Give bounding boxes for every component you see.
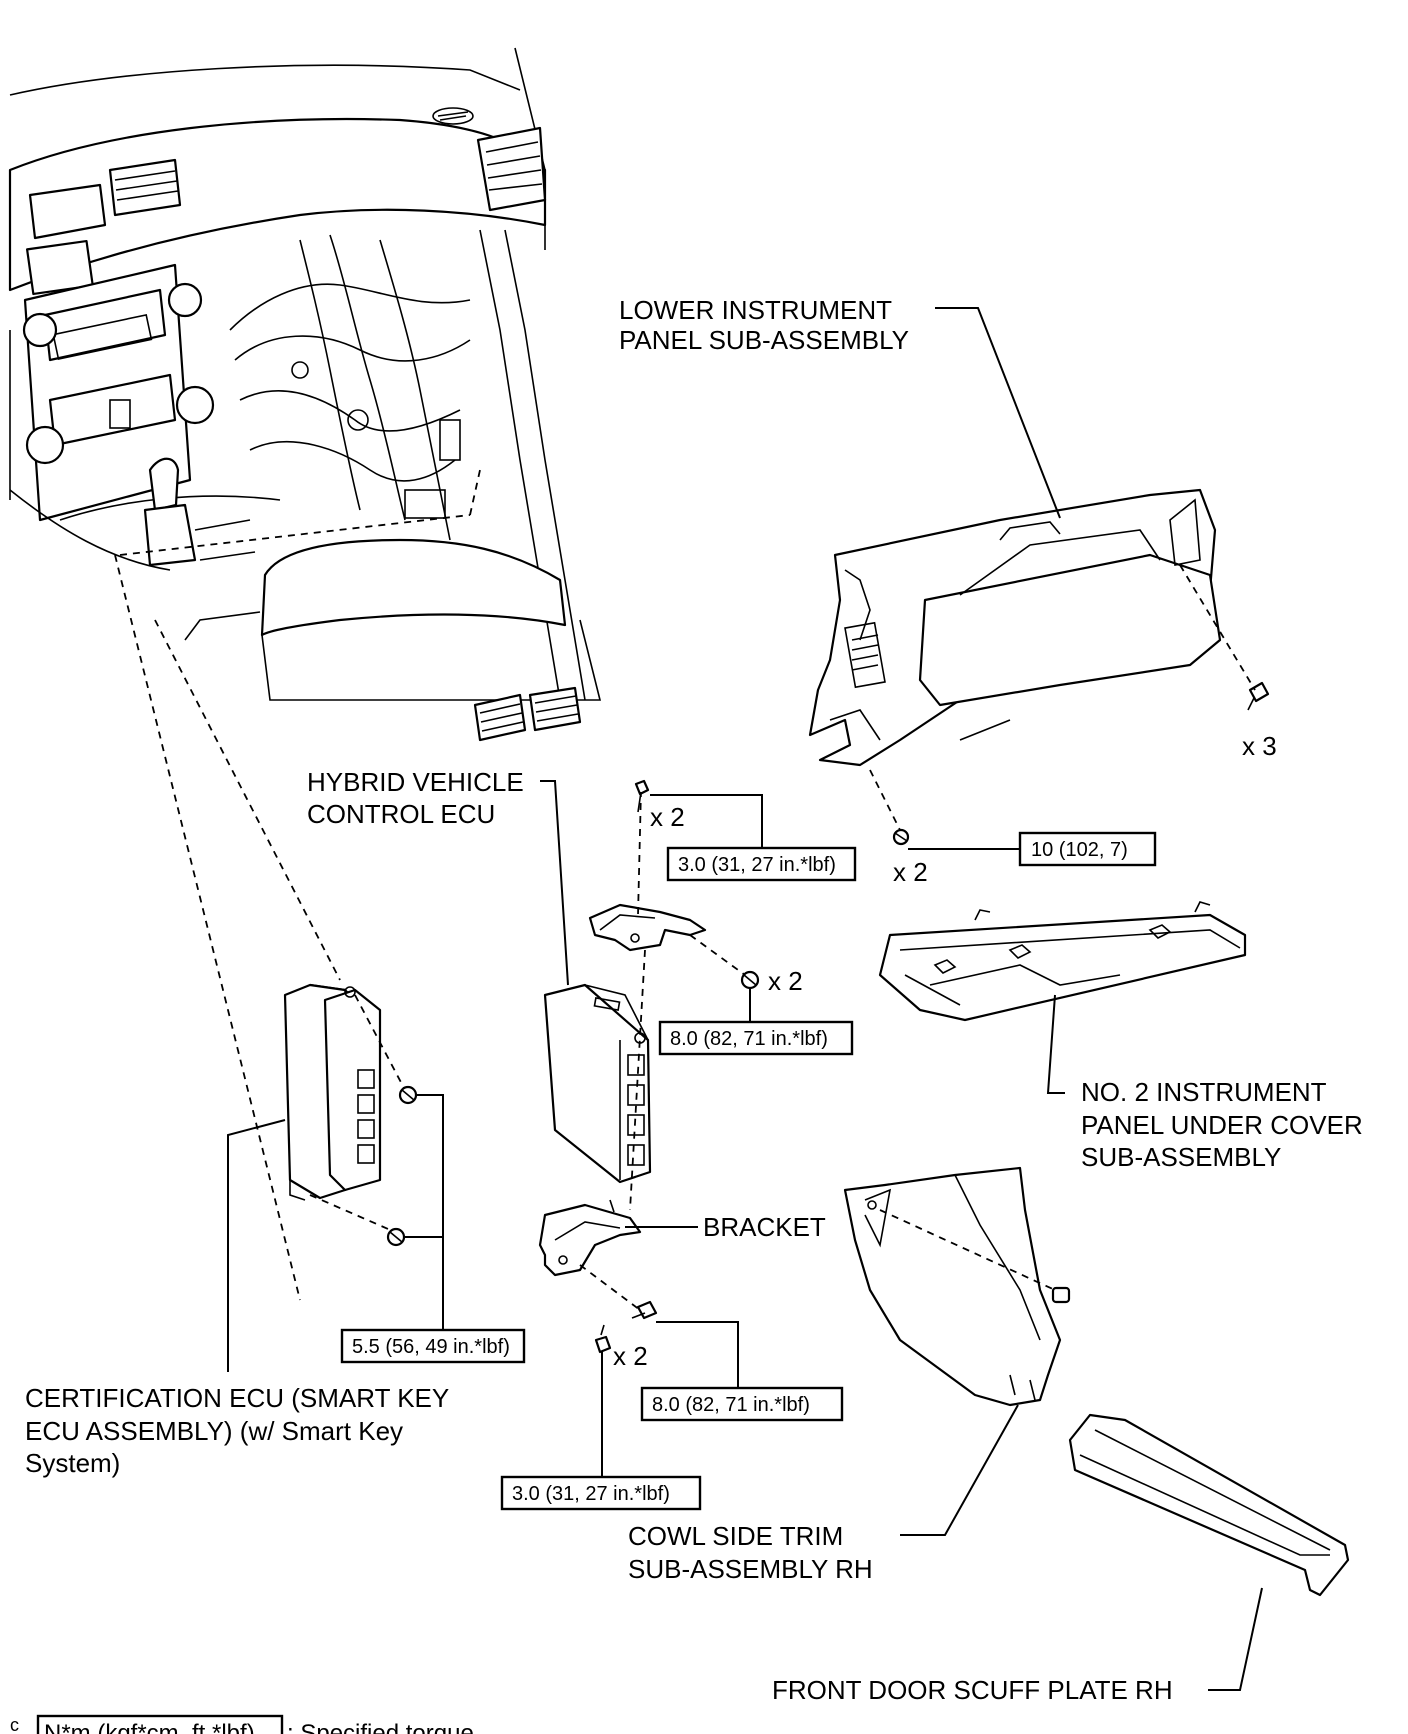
screw-icon [634,779,650,813]
qty-bottom-screws: x 2 [613,1341,648,1371]
cowl-trim-label-line1: COWL SIDE TRIM [628,1521,843,1551]
torque-box-bottom-screw [500,1475,702,1511]
hybrid-ecu-part [543,983,652,1184]
cert-ecu-label-line3: System) [25,1448,120,1478]
screw-icon [1247,681,1270,711]
nut-icon [386,1227,406,1247]
torque-box-cert-nut [340,1328,526,1364]
lower-panel-label-line2: PANEL SUB-ASSEMBLY [619,325,909,355]
nut-icon [740,970,760,990]
no2-cover-label-line3: SUB-ASSEMBLY [1081,1142,1281,1172]
torque-top-screw: 3.0 (31, 27 in.*lbf) [678,854,836,876]
alignment-line [119,514,471,556]
torque-ecu-nut: 8.0 (82, 71 in.*lbf) [670,1028,828,1050]
torque-box-bracket-bolt [640,1386,844,1422]
bracket-label: BRACKET [703,1212,826,1242]
alignment-line [114,554,301,1301]
hybrid-ecu-label-line1: HYBRID VEHICLE [307,767,524,797]
cert-ecu-label-line1: CERTIFICATION ECU (SMART KEY [25,1383,449,1413]
qty-panel-bolts: x 2 [893,857,928,887]
legend-torque-symbol-box [36,1714,284,1734]
torque-panel-bolt: 10 (102, 7) [1031,839,1128,861]
bolt-icon [892,828,910,846]
legend-symbol: N*m (kgf*cm, ft.*lbf) [44,1720,255,1734]
clip-icon [1051,1286,1071,1304]
lower-panel-label-line1: LOWER INSTRUMENT [619,295,892,325]
upper-bracket-part [588,903,707,952]
no2-cover-label-line2: PANEL UNDER COVER [1081,1110,1363,1140]
no2-under-cover-part [878,901,1247,1022]
cert-ecu-label-line2: ECU ASSEMBLY) (w/ Smart Key [25,1416,403,1446]
legend-text: : Specified torque [287,1720,474,1734]
torque-box-top-screw [666,846,857,882]
torque-box-ecu-nut [658,1020,854,1056]
torque-cert-nut: 5.5 (56, 49 in.*lbf) [352,1336,510,1358]
torque-bottom-screw: 3.0 (31, 27 in.*lbf) [512,1483,670,1505]
torque-bracket-bolt: 8.0 (82, 71 in.*lbf) [652,1394,810,1416]
alignment-line [154,619,341,981]
cowl-trim-label-line2: SUB-ASSEMBLY RH [628,1554,873,1584]
alignment-line [469,469,481,516]
hybrid-ecu-label-line2: CONTROL ECU [307,799,495,829]
lower-bracket-part [538,1199,642,1277]
cowl-side-trim-part [843,1166,1062,1407]
bolt-icon [631,1300,658,1320]
corner-mark: c [10,1715,19,1734]
qty-panel-screws: x 3 [1242,731,1277,761]
screw-icon [594,1324,612,1354]
certification-ecu-part [283,983,382,1201]
torque-box-panel-bolt [1018,831,1157,867]
qty-ecu-nuts: x 2 [768,966,803,996]
scuff-plate-part [1068,1413,1350,1597]
nut-icon [398,1085,418,1105]
scuff-plate-label: FRONT DOOR SCUFF PLATE RH [772,1675,1173,1705]
dashboard-illustration [8,47,602,742]
lower-instrument-panel-part [808,488,1222,767]
qty-top-screws: x 2 [650,802,685,832]
no2-cover-label-line1: NO. 2 INSTRUMENT [1081,1077,1327,1107]
